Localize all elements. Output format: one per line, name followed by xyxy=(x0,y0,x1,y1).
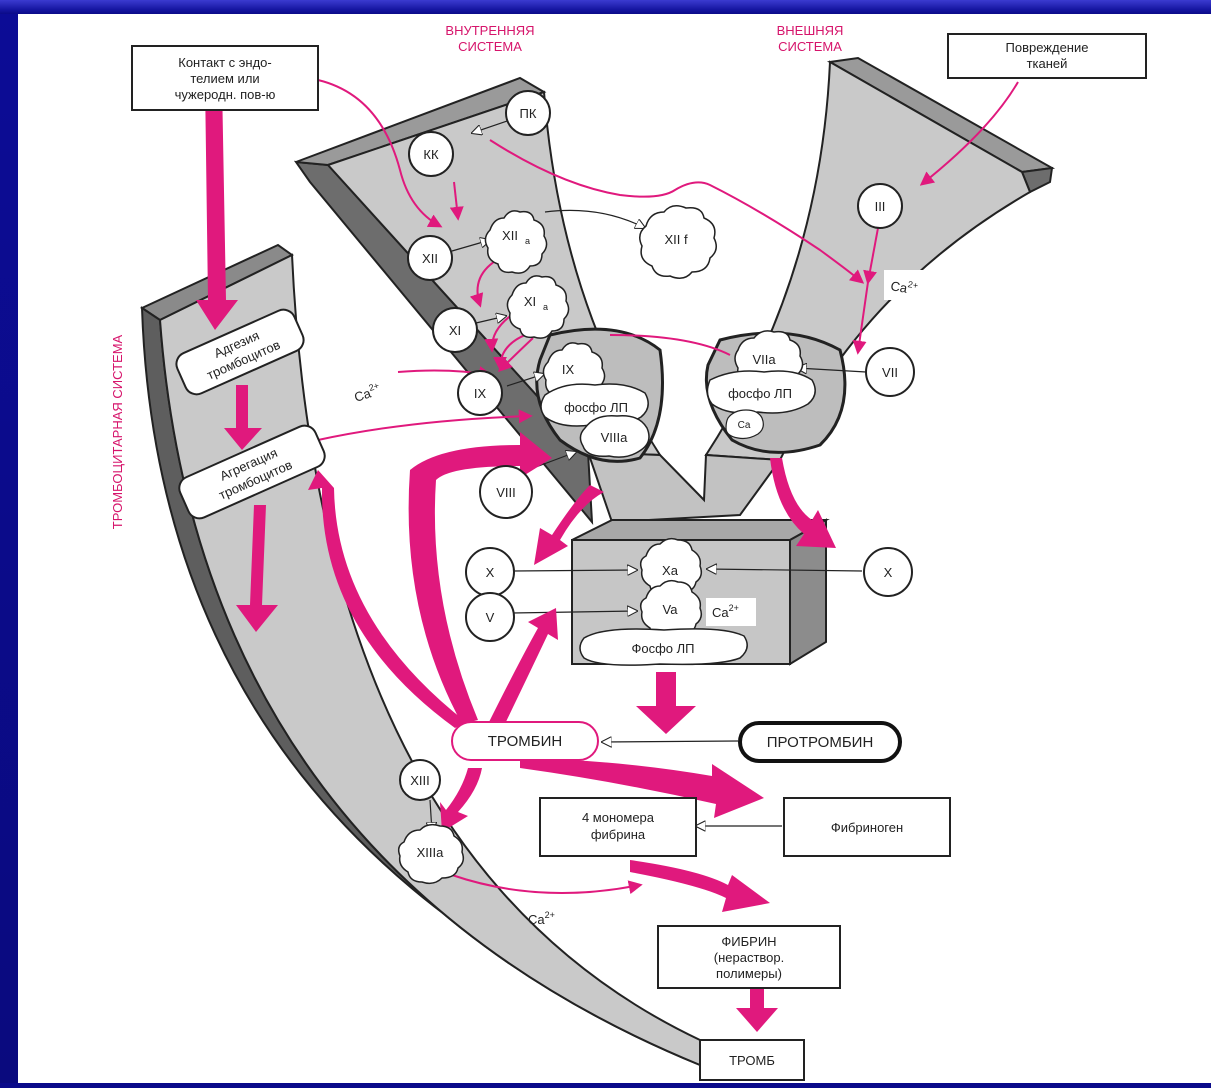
contact-line-2: телием или xyxy=(190,71,259,86)
prothrombin-label: ПРОТРОМБИН xyxy=(767,734,874,751)
monomers-box: 4 мономера фибрина xyxy=(540,798,696,856)
fibrinogen-label: Фибриноген xyxy=(831,820,903,835)
ca-vii-complex: Ca xyxy=(726,410,763,439)
factor-xa-label: Xa xyxy=(662,563,679,578)
factor-pk: ПК xyxy=(506,91,550,135)
factor-kk-label: КК xyxy=(423,147,439,162)
intrinsic-system-label-2: СИСТЕМА xyxy=(458,39,522,54)
factor-v-label: V xyxy=(486,610,495,625)
factor-xi: XI xyxy=(433,308,477,352)
factor-x-left-label: X xyxy=(486,565,495,580)
factor-ix: IX xyxy=(458,371,502,415)
factor-xiif-label: XII f xyxy=(664,232,688,247)
factor-xii-label: XII xyxy=(422,251,438,266)
factor-xiia-subscript: a xyxy=(525,236,530,246)
factor-viii: VIII xyxy=(480,466,532,518)
phospho-prothrombinase-label: Фосфо ЛП xyxy=(631,641,694,656)
factor-x-left: X xyxy=(466,548,514,596)
factor-viiia: VIIIa xyxy=(580,416,649,457)
phospho-intrinsic-label: фосфо ЛП xyxy=(564,400,628,415)
thrombin-label: ТРОМБИН xyxy=(488,733,562,750)
factor-vii-label: VII xyxy=(882,365,898,380)
factor-xii: XII xyxy=(408,236,452,280)
factor-ix-label: IX xyxy=(474,386,487,401)
ca-prothrombinase: Ca2+ xyxy=(706,598,756,626)
factor-xiii: XIII xyxy=(400,760,440,800)
factor-xiif: XII f xyxy=(640,206,717,279)
tissue-damage-line-2: тканей xyxy=(1027,56,1068,71)
factor-ix-bound-label: IX xyxy=(562,362,575,377)
fibrin-line-2: (нераствор. xyxy=(714,950,784,965)
factor-iii-label: III xyxy=(875,199,886,214)
thrombus-box: ТРОМБ xyxy=(700,1040,804,1080)
thrombin-box: ТРОМБИН xyxy=(452,722,598,760)
factor-v: V xyxy=(466,593,514,641)
thrombus-label: ТРОМБ xyxy=(729,1053,775,1068)
platelet-system-label: ТРОМБОЦИТАРНАЯ СИСТЕМА xyxy=(110,334,125,529)
phospho-prothrombinase: Фосфо ЛП xyxy=(580,629,747,665)
factor-xia-subscript: a xyxy=(543,302,548,312)
contact-box: Контакт с эндо- телием или чужеродн. пов… xyxy=(132,46,318,110)
tissue-damage-line-1: Повреждение xyxy=(1006,40,1089,55)
factor-xiii-label: XIII xyxy=(410,773,430,788)
factor-vii: VII xyxy=(866,348,914,396)
phospho-extrinsic: фосфо ЛП xyxy=(707,371,815,413)
fibrin-line-1: ФИБРИН xyxy=(721,934,776,949)
extrinsic-system-label-1: ВНЕШНЯЯ xyxy=(777,23,844,38)
factor-xiiia-label: XIIIa xyxy=(417,845,445,860)
factor-xiiia: XIIIa xyxy=(399,825,464,884)
slide-top-bar xyxy=(0,0,1211,14)
factor-iii: III xyxy=(858,184,902,228)
factor-x-right-label: X xyxy=(884,565,893,580)
contact-line-3: чужеродн. пов-ю xyxy=(175,87,276,102)
factor-viia-label: VIIa xyxy=(752,352,776,367)
extrinsic-system-label-2: СИСТЕМА xyxy=(778,39,842,54)
diagram-panel: ВНУТРЕННЯЯ СИСТЕМА ВНЕШНЯЯ СИСТЕМА ТРОМБ… xyxy=(18,14,1211,1083)
prothrombin-box: ПРОТРОМБИН xyxy=(740,723,900,761)
factor-xia-label: XI xyxy=(524,294,536,309)
tissue-damage-box: Повреждение тканей xyxy=(948,34,1146,78)
factor-va-label: Va xyxy=(663,602,679,617)
ca-ix-label: Ca2+ xyxy=(352,380,383,404)
phospho-extrinsic-label: фосфо ЛП xyxy=(728,386,792,401)
factor-kk: КК xyxy=(409,132,453,176)
monomers-line-1: 4 мономера xyxy=(582,810,655,825)
ca-fibrin-label: Ca2+ xyxy=(528,910,555,927)
ca-vii-complex-label: Ca xyxy=(738,420,751,431)
fibrin-box: ФИБРИН (нераствор. полимеры) xyxy=(658,926,840,988)
fibrinogen-box: Фибриноген xyxy=(784,798,950,856)
factor-viii-label: VIII xyxy=(496,485,516,500)
fibrin-line-3: полимеры) xyxy=(716,966,782,981)
factor-xiia-label: XII xyxy=(502,228,518,243)
ca-extrinsic: Ca2+ xyxy=(884,270,940,300)
factor-xi-label: XI xyxy=(449,323,461,338)
contact-line-1: Контакт с эндо- xyxy=(178,55,272,70)
coagulation-cascade-diagram: ВНУТРЕННЯЯ СИСТЕМА ВНЕШНЯЯ СИСТЕМА ТРОМБ… xyxy=(18,14,1211,1083)
factor-x-right: X xyxy=(864,548,912,596)
factor-viiia-label: VIIIa xyxy=(601,430,629,445)
factor-pk-label: ПК xyxy=(520,106,537,121)
monomers-line-2: фибрина xyxy=(591,827,646,842)
intrinsic-system-label-1: ВНУТРЕННЯЯ xyxy=(445,23,534,38)
